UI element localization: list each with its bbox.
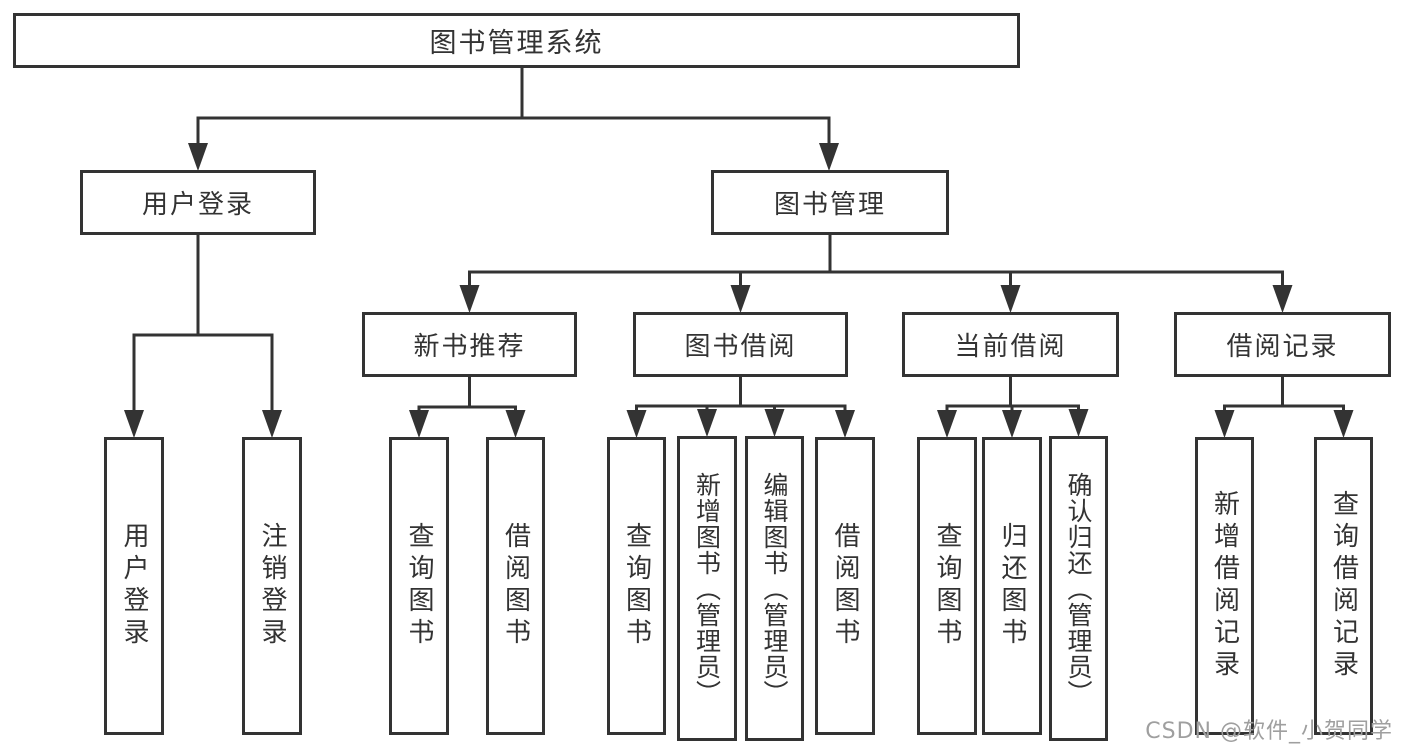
leaf-add-borrow-record-label: 新增借阅记录 [1209, 490, 1240, 682]
leaf-query-books-current: 查询图书 [917, 437, 977, 735]
node-library-system: 图书管理系统 [13, 13, 1020, 68]
leaf-query-books-borrowing-label: 查询图书 [621, 522, 652, 650]
leaf-query-books-recommend-label: 查询图书 [404, 522, 434, 650]
leaf-add-book-admin-label: 新增图书（管理员） [692, 471, 722, 706]
leaf-edit-book-admin-label: 编辑图书（管理员） [760, 471, 789, 706]
leaf-logout-label: 注销登录 [257, 522, 287, 650]
leaf-return-book: 归还图书 [982, 437, 1042, 735]
leaf-user-login: 用户登录 [104, 437, 164, 735]
leaf-borrow-books-borrowing: 借阅图书 [815, 437, 875, 735]
node-borrow-records: 借阅记录 [1174, 312, 1391, 377]
node-book-management: 图书管理 [711, 170, 949, 235]
leaf-confirm-return-admin: 确认归还（管理员） [1049, 436, 1108, 741]
leaf-borrow-books-recommend: 借阅图书 [486, 437, 545, 735]
leaf-confirm-return-admin-label: 确认归还（管理员） [1064, 471, 1093, 706]
leaf-borrow-books-borrowing-label: 借阅图书 [830, 522, 860, 650]
leaf-query-borrow-record: 查询借阅记录 [1314, 437, 1373, 735]
node-current-borrowing: 当前借阅 [902, 312, 1119, 377]
leaf-query-borrow-record-label: 查询借阅记录 [1328, 490, 1359, 682]
leaf-add-borrow-record: 新增借阅记录 [1195, 437, 1254, 735]
leaf-borrow-books-recommend-label: 借阅图书 [500, 522, 531, 650]
leaf-logout: 注销登录 [242, 437, 302, 735]
connector-arrows [124, 143, 1354, 438]
leaf-user-login-label: 用户登录 [119, 522, 149, 650]
node-book-borrowing: 图书借阅 [633, 312, 848, 377]
leaf-query-books-borrowing: 查询图书 [607, 437, 666, 735]
watermark: CSDN @软件_小贺同学 [1145, 719, 1393, 744]
leaf-query-books-current-label: 查询图书 [932, 522, 962, 650]
leaf-edit-book-admin: 编辑图书（管理员） [745, 436, 804, 741]
leaf-return-book-label: 归还图书 [997, 522, 1027, 650]
leaf-add-book-admin: 新增图书（管理员） [677, 436, 737, 741]
node-user-login: 用户登录 [80, 170, 316, 235]
node-new-book-recommend: 新书推荐 [362, 312, 577, 377]
leaf-query-books-recommend: 查询图书 [389, 437, 449, 735]
